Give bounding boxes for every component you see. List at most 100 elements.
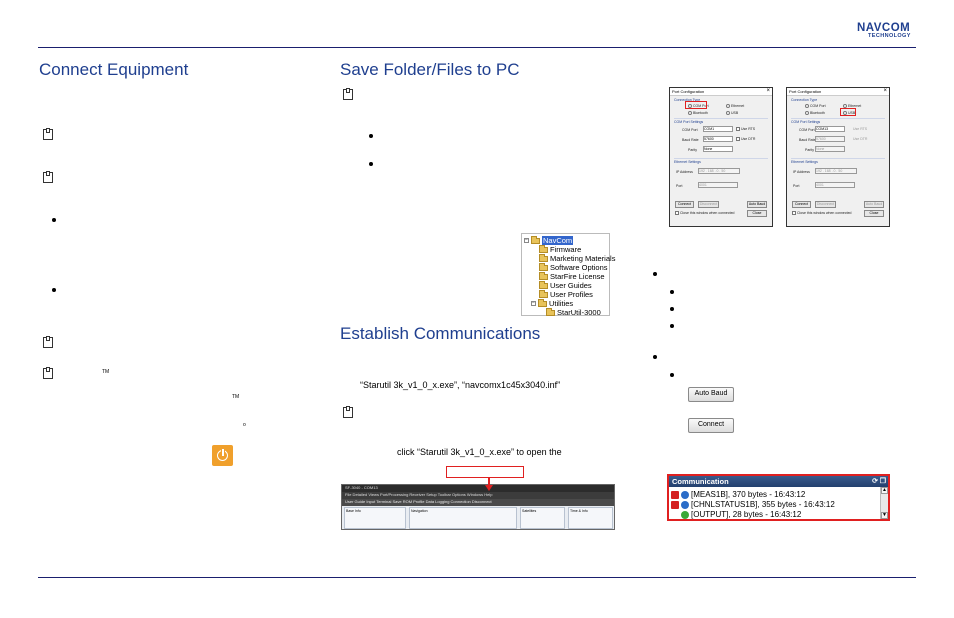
files-text: “Starutil 3k_v1_0_x.exe”, “navcomx1c45x3… [360, 380, 561, 390]
bullet-icon [670, 307, 674, 311]
auto-baud-button-large[interactable]: Auto Baud [688, 387, 734, 402]
radio-ethernet[interactable] [726, 104, 730, 108]
restore-icon[interactable]: ❐ [879, 478, 886, 485]
scrollbar[interactable]: ▲ ▼ [880, 487, 888, 519]
bullet-icon [653, 355, 657, 359]
app-toolbar: User Guide Input Terminal Save ROM Profi… [342, 499, 614, 506]
app-panel-time: Time & Info [568, 507, 613, 529]
tree-item[interactable]: Software Options [539, 262, 608, 272]
com-port-select[interactable]: COM1 [703, 126, 733, 132]
scroll-up-icon[interactable]: ▲ [881, 487, 888, 494]
radio-usb[interactable] [726, 111, 730, 115]
collapse-icon[interactable]: − [531, 300, 536, 306]
radio-ethernet[interactable] [843, 104, 847, 108]
bullet-icon [52, 218, 56, 222]
radio-com-port[interactable] [688, 104, 692, 108]
use-dtr-checkbox[interactable] [736, 137, 740, 141]
tree-item[interactable]: StarFire License [539, 271, 605, 281]
radio-com-port[interactable] [805, 104, 809, 108]
dialog-titlebar: Port Configuration× [787, 88, 889, 96]
degree-mark: o [243, 422, 246, 428]
bullet-icon [369, 134, 373, 138]
close-when-connected-checkbox[interactable] [675, 211, 679, 215]
highlight-usb [840, 108, 856, 116]
auto-baud-button[interactable]: Auto Baud [747, 201, 767, 208]
click-instruction: click “Starutil 3k_v1_0_x.exe” to open t… [397, 447, 562, 457]
folder-icon [539, 280, 548, 289]
close-when-connected-checkbox[interactable] [792, 211, 796, 215]
communication-title: Communication ⟳ ❐ [669, 476, 888, 487]
folder-icon [539, 289, 548, 298]
app-panel-base: Base Info [344, 507, 406, 529]
app-title: SF-3040 - COM13 [342, 485, 614, 492]
callout-arrow [488, 478, 490, 487]
close-icon[interactable]: × [766, 88, 770, 94]
connect-button[interactable]: Connect [792, 201, 811, 208]
radio-bluetooth[interactable] [805, 111, 809, 115]
baud-rate-select[interactable]: 57600 [815, 136, 845, 142]
trademark-mark: TM [102, 369, 110, 375]
folder-icon [538, 298, 547, 307]
baud-rate-select[interactable]: 57600 [703, 136, 733, 142]
disconnect-button[interactable]: Disconnect [815, 201, 836, 208]
collapse-icon[interactable]: − [524, 237, 529, 243]
refresh-icon[interactable]: ⟳ [872, 478, 878, 485]
tree-item[interactable]: StarUtil-3000 [546, 307, 601, 317]
tree-item[interactable]: User Guides [539, 280, 592, 290]
callout-box [446, 466, 524, 478]
ip-address-field[interactable]: 192 . 168 . 0 . 50 [698, 168, 740, 174]
port-field[interactable]: 4001 [698, 182, 738, 188]
folder-icon [539, 262, 548, 271]
arrow-right-icon [681, 510, 689, 519]
disconnect-button[interactable]: Disconnect [698, 201, 719, 208]
callout-arrow-head [484, 485, 493, 491]
heading-save-folder: Save Folder/Files to PC [340, 60, 520, 79]
close-button[interactable]: Close [864, 210, 884, 217]
radio-usb[interactable] [843, 111, 847, 115]
connect-button[interactable]: Connect [675, 201, 694, 208]
stop-icon[interactable] [671, 500, 679, 509]
connect-button-large[interactable]: Connect [688, 418, 734, 433]
use-rts-checkbox[interactable] [736, 127, 740, 131]
checkbox-icon [343, 88, 353, 100]
stop-icon[interactable] [671, 490, 679, 499]
list-item[interactable]: [CHNLSTATUS1B], 355 bytes - 16:43:12 [671, 500, 835, 509]
parity-select[interactable]: None [815, 146, 845, 152]
checkbox-icon [43, 171, 53, 183]
port-field[interactable]: 4001 [815, 182, 855, 188]
bullet-icon [670, 373, 674, 377]
port-configuration-dialog-com: Port Configuration× Connection Type COM … [669, 87, 773, 227]
parity-select[interactable]: None [703, 146, 733, 152]
bullet-icon [670, 290, 674, 294]
bottom-rule [38, 577, 916, 578]
scroll-down-icon[interactable]: ▼ [881, 512, 888, 519]
folder-icon [539, 244, 548, 253]
list-item[interactable]: [MEAS1B], 370 bytes - 16:43:12 [671, 490, 805, 499]
dialog-titlebar: Port Configuration× [670, 88, 772, 96]
bullet-icon [52, 288, 56, 292]
checkbox-icon [343, 406, 353, 418]
navcom-logo-sub: TECHNOLOGY [868, 33, 911, 39]
app-panel-satellites: Satellites [520, 507, 565, 529]
folder-tree: − NavCom Firmware Marketing Materials So… [521, 233, 615, 317]
tree-item-utilities[interactable]: − Utilities [531, 298, 574, 308]
bullet-icon [653, 272, 657, 276]
app-panel-navigation: Navigation [409, 507, 517, 529]
com-port-select[interactable]: COM13 [815, 126, 845, 132]
trademark-mark: TM [232, 394, 240, 400]
tree-item[interactable]: User Profiles [539, 289, 593, 299]
list-item[interactable]: [OUTPUT], 28 bytes - 16:43:12 [671, 510, 801, 519]
close-button[interactable]: Close [747, 210, 767, 217]
tree-item[interactable]: Firmware [539, 244, 581, 254]
checkbox-icon [43, 128, 53, 140]
navcom-logo: NAVCOM [857, 22, 911, 34]
auto-baud-button[interactable]: Auto Baud [864, 201, 884, 208]
tree-item[interactable]: Marketing Materials [539, 253, 615, 263]
radio-bluetooth[interactable] [688, 111, 692, 115]
bullet-icon [670, 324, 674, 328]
tree-item-root[interactable]: − NavCom [524, 235, 574, 245]
ip-address-field[interactable]: 192 . 168 . 0 . 50 [815, 168, 857, 174]
info-icon [681, 490, 689, 499]
close-icon[interactable]: × [883, 88, 887, 94]
power-button-icon [212, 445, 233, 466]
